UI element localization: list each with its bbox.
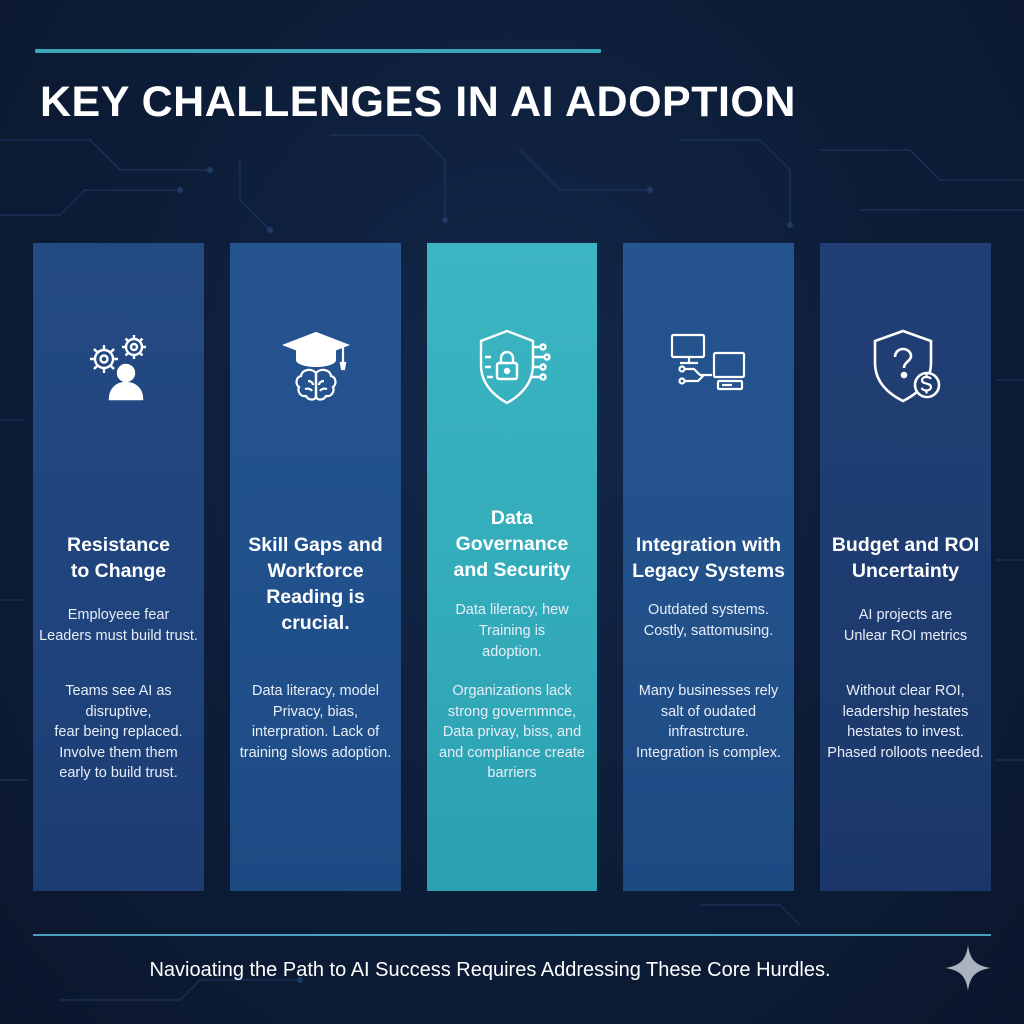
page-title: KEY CHALLENGES IN AI ADOPTION xyxy=(40,78,796,126)
legacy-computers-icon xyxy=(664,323,754,413)
card-heading: Budget and ROI Uncertainty xyxy=(831,534,980,582)
footer-tagline: Navioating the Path to AI Success Requir… xyxy=(149,959,831,981)
card-summary: Outdated systems. Costly, sattomusing. xyxy=(643,602,774,639)
sparkle-icon xyxy=(942,942,994,994)
card-description: Many businesses rely salt of oudated inf… xyxy=(635,683,782,761)
challenge-card-data-governance: Data Governance and Security Data lilera… xyxy=(427,243,597,891)
card-summary: Data lileracy, hew Training is adoption. xyxy=(455,602,569,660)
challenge-card-resistance: Resistance to Change Employeee fear Lead… xyxy=(33,243,204,891)
challenge-card-budget-roi: Budget and ROI Uncertainty AI projects a… xyxy=(820,243,991,891)
shield-lock-circuit-icon xyxy=(467,323,557,413)
card-heading: Resistance to Change xyxy=(67,534,170,582)
bottom-divider xyxy=(33,934,991,936)
card-description: Data literacy, model Privacy, bias, inte… xyxy=(239,683,392,761)
challenge-card-skill-gaps: Skill Gaps and Workforce Reading is cruc… xyxy=(230,243,401,891)
challenge-card-legacy-integration: Integration with Legacy Systems Outdated… xyxy=(623,243,794,891)
graduation-brain-icon xyxy=(271,323,361,413)
shield-question-dollar-icon xyxy=(861,323,951,413)
card-summary: AI projects are Unlear ROI metrics xyxy=(843,607,968,644)
card-description: Organizations lack strong governmnce, Da… xyxy=(439,683,585,781)
top-accent-rule xyxy=(35,49,601,53)
card-heading: Skill Gaps and Workforce Reading is cruc… xyxy=(248,534,383,634)
card-summary: Employeee fear Leaders must build trust. xyxy=(39,607,198,644)
card-description: Teams see AI as disruptive, fear being r… xyxy=(54,683,183,781)
card-heading: Integration with Legacy Systems xyxy=(632,534,785,582)
card-description: Without clear ROI, leadership hestates h… xyxy=(827,683,984,761)
gears-person-icon xyxy=(74,323,164,413)
card-heading: Data Governance and Security xyxy=(453,507,571,581)
